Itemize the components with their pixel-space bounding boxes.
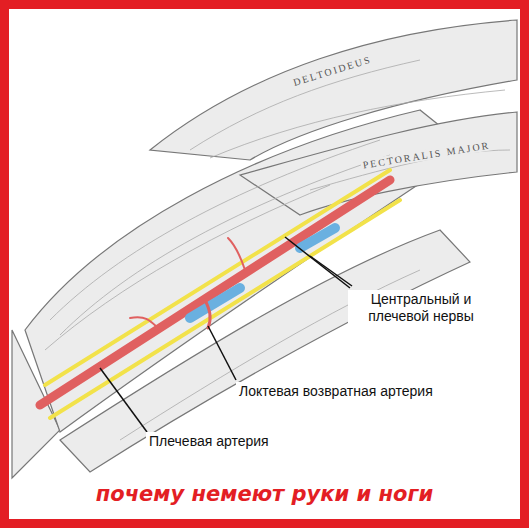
blood-vessels (40, 170, 400, 418)
leader-lines (100, 237, 352, 432)
caption: почему немеют руки и ноги (0, 482, 529, 506)
deltoid-muscle (150, 20, 517, 160)
red-frame (5, 5, 525, 524)
callout-label: Локтевая возвратная артерия (236, 382, 436, 401)
callout-label: Центральный и плечевой нервы (348, 290, 494, 326)
callout-label: Плечевая артерия (146, 432, 272, 451)
